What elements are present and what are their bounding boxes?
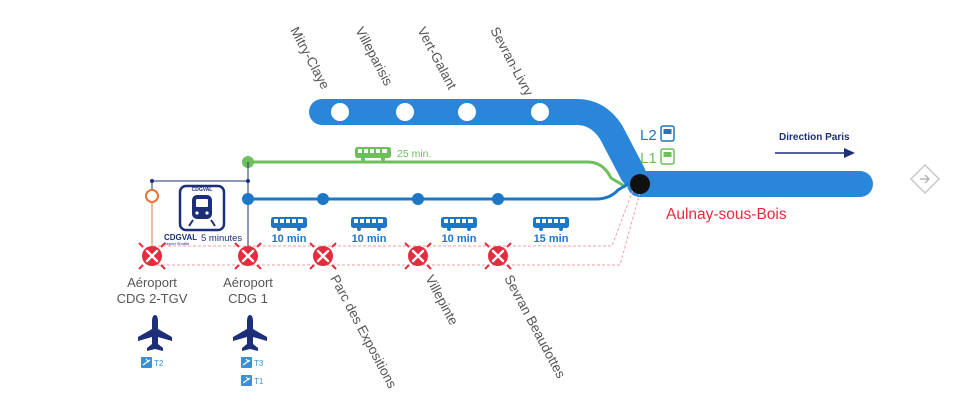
direction-arrow-icon <box>775 148 855 158</box>
segment-buses: 10 min 10 min 10 min 15 min <box>271 217 569 245</box>
upper-station-label: Vert-Galant <box>414 24 459 92</box>
next-button[interactable] <box>909 163 941 195</box>
cdgval-time: 5 minutes <box>201 233 242 244</box>
segment-time: 15 min <box>534 233 569 245</box>
chevron-right-icon <box>909 163 941 195</box>
upper-station-labels: Mitry-Claye Villeparisis Vert-Galant Sevran… <box>287 24 536 98</box>
upper-station-label: Mitry-Claye <box>287 24 332 91</box>
airplane-icon-cdg2 <box>138 315 172 351</box>
bus-line-badges: L2 L1 <box>640 125 675 167</box>
bus-icon <box>441 217 477 231</box>
cdgval-subtitle: Airport Shuttle <box>164 241 190 246</box>
station-label-cdg2-line2: CDG 2-TGV <box>117 291 188 306</box>
closed-link-lines <box>151 189 641 266</box>
blue-line-stop <box>317 193 329 205</box>
blue-bus-line <box>248 182 629 201</box>
hub-marker <box>630 174 650 194</box>
upper-station-stop <box>331 103 349 121</box>
bus-icon <box>271 217 307 231</box>
terminal-t1: T1 <box>254 377 264 386</box>
closed-station-icon <box>137 241 167 271</box>
lower-station-labels: Aéroport CDG 2-TGV Aéroport CDG 1 Parc d… <box>117 272 569 391</box>
terminal-badges: T2 T3 T1 <box>141 357 264 386</box>
blue-line-stop <box>412 193 424 205</box>
upper-branch-line <box>309 99 646 187</box>
airplane-icon-cdg1 <box>233 315 267 351</box>
green-bus-time: 25 min. <box>397 148 431 160</box>
closed-station-icon <box>233 241 263 271</box>
green-bus-icon <box>355 147 391 161</box>
closed-station-icon <box>403 241 433 271</box>
green-bus-line <box>248 160 627 189</box>
cdg2-orange-stop <box>145 189 159 203</box>
station-label-parc-expo: Parc des Expositions <box>327 272 400 391</box>
segment-time: 10 min <box>442 233 477 245</box>
segment-time: 10 min <box>352 233 387 245</box>
upper-station-stop <box>458 103 476 121</box>
station-label-cdg1-line2: CDG 1 <box>228 291 268 306</box>
upper-station-label: Villeparisis <box>352 24 396 88</box>
segment-time: 10 min <box>272 233 307 245</box>
blue-line-stop <box>242 193 254 205</box>
closed-station-icon <box>308 241 338 271</box>
terminal-t2: T2 <box>154 359 164 368</box>
cdgval-logo: CDGVAL CDGVAL Airport Shuttle 5 minutes <box>164 184 242 246</box>
station-label-cdg1-line1: Aéroport <box>223 275 273 290</box>
bus-line-l2: L2 <box>640 127 657 144</box>
upper-station-label: Sevran-Livry <box>487 24 536 98</box>
station-label-sevran-beaudottes: Sevran Beaudottes <box>501 272 568 381</box>
closed-station-icon <box>483 241 513 271</box>
bus-icon <box>533 217 569 231</box>
blue-line-stop <box>492 193 504 205</box>
upper-station-stop <box>531 103 549 121</box>
station-label-villepinte: Villepinte <box>422 272 461 327</box>
terminal-t3: T3 <box>254 359 264 368</box>
bus-icon <box>351 217 387 231</box>
cdgval-logo-small: CDGVAL <box>192 187 213 193</box>
cdgval-name: CDGVAL <box>164 233 197 242</box>
bus-line-l1: L1 <box>640 150 657 167</box>
upper-station-stop <box>396 103 414 121</box>
direction-label: Direction Paris <box>779 132 850 143</box>
upper-branch-stops <box>331 103 549 121</box>
station-label-cdg2-line1: Aéroport <box>127 275 177 290</box>
hub-label: Aulnay-sous-Bois <box>666 206 787 223</box>
blue-line-stops <box>242 193 504 205</box>
